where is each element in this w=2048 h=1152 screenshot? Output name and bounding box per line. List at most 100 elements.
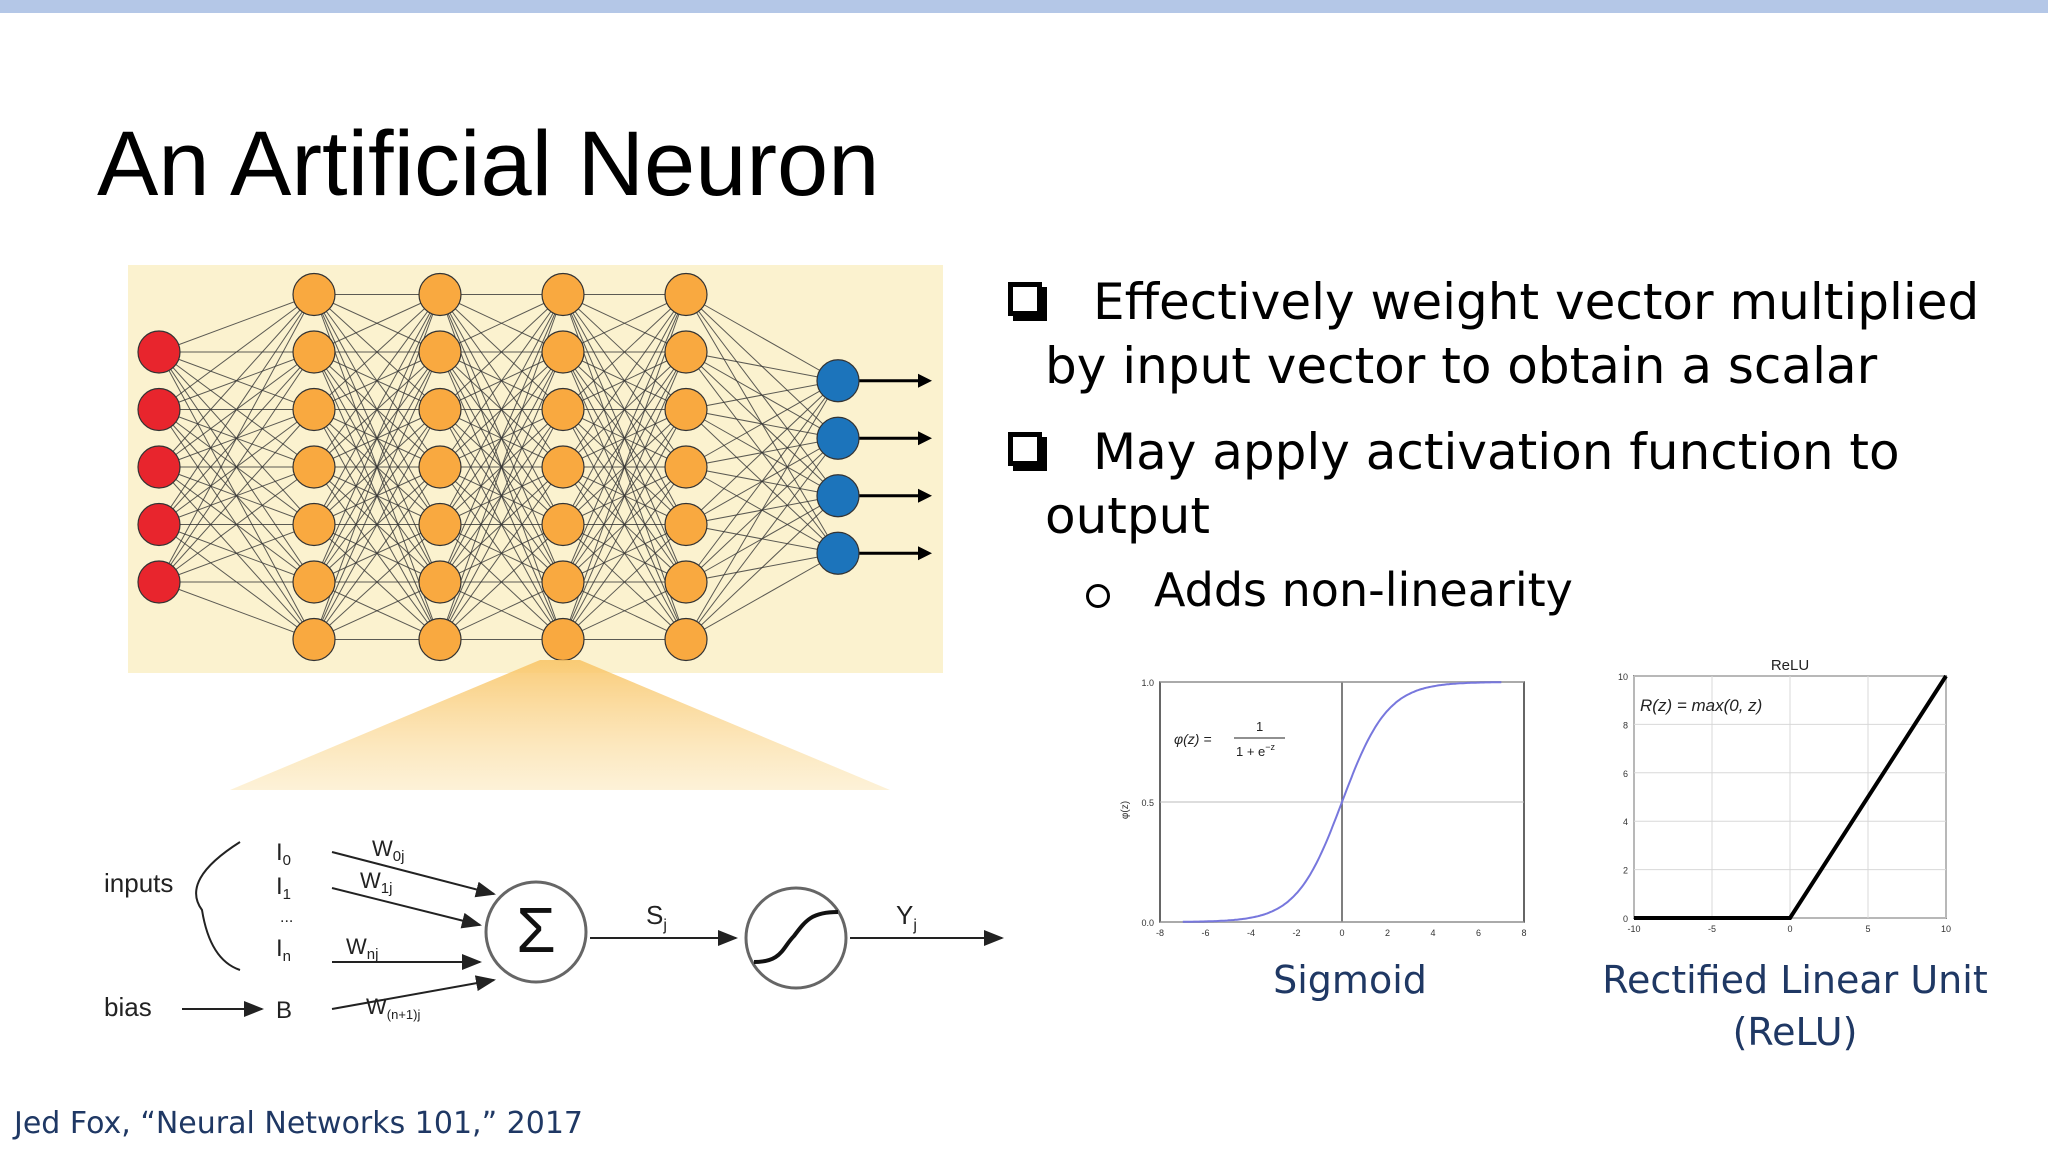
activation-node bbox=[744, 886, 848, 990]
weight-arrow-bias bbox=[331, 975, 496, 1010]
network-connection bbox=[313, 294, 441, 525]
bias-node: B bbox=[276, 997, 292, 1024]
input-neuron bbox=[137, 560, 181, 604]
weight-wn: Wnj bbox=[346, 934, 378, 963]
input-i1: I1 bbox=[276, 873, 291, 903]
network-connection bbox=[439, 524, 564, 640]
bullet-item: Effectively weight vector multiplied by … bbox=[1008, 270, 2008, 398]
x-tick-label: 6 bbox=[1476, 928, 1481, 938]
hidden-neuron bbox=[292, 387, 336, 432]
x-tick-label: -2 bbox=[1292, 928, 1300, 938]
x-tick-label: -8 bbox=[1156, 928, 1164, 938]
relu-formula: R(z) = max(0, z) bbox=[1640, 696, 1762, 715]
hidden-neuron bbox=[664, 502, 708, 547]
output-arrow-head bbox=[918, 431, 932, 446]
network-connections bbox=[158, 294, 839, 640]
network-connection bbox=[685, 552, 839, 640]
network-connection bbox=[562, 294, 687, 353]
x-tick-label: -5 bbox=[1708, 924, 1716, 934]
y-tick-label: 1.0 bbox=[1141, 678, 1154, 688]
sigmoid-caption: Sigmoid bbox=[1273, 958, 1427, 1002]
x-tick-label: 10 bbox=[1941, 924, 1951, 934]
input-i0: I0 bbox=[276, 839, 291, 869]
hidden-neuron bbox=[418, 272, 462, 317]
network-connection bbox=[562, 524, 687, 640]
hidden-neuron bbox=[418, 387, 462, 432]
y-tick-label: 4 bbox=[1623, 817, 1628, 827]
network-connection bbox=[313, 294, 441, 410]
network-connection bbox=[313, 466, 441, 640]
hidden-neuron bbox=[541, 560, 585, 604]
x-tick-label: 2 bbox=[1385, 928, 1390, 938]
network-connection bbox=[158, 581, 315, 640]
hidden-neuron bbox=[292, 502, 336, 547]
summation-symbol: Σ bbox=[516, 894, 556, 966]
network-connection bbox=[685, 380, 839, 583]
network-connection bbox=[562, 294, 687, 468]
network-connection bbox=[158, 524, 315, 583]
inputs-brace bbox=[195, 841, 241, 971]
input-neuron bbox=[137, 330, 181, 374]
output-neuron bbox=[816, 416, 860, 460]
slide-title: An Artificial Neuron bbox=[97, 113, 880, 215]
network-connection bbox=[562, 466, 687, 640]
x-tick-label: 4 bbox=[1430, 928, 1435, 938]
network-connection bbox=[439, 294, 564, 583]
network-connection bbox=[313, 581, 441, 640]
hidden-neuron bbox=[292, 445, 336, 489]
hidden-neuron bbox=[664, 272, 708, 317]
relu-caption: Rectified Linear Unit (ReLU) bbox=[1602, 958, 1988, 1054]
network-connection bbox=[685, 495, 839, 640]
network-connection bbox=[158, 294, 315, 583]
bullet-item: May apply activation function to output bbox=[1008, 420, 2008, 548]
hidden-neuron bbox=[418, 560, 462, 604]
relu-title: ReLU bbox=[1771, 657, 1809, 674]
network-connection bbox=[562, 294, 687, 583]
y-tick-label: 8 bbox=[1623, 720, 1628, 730]
hidden-neuron bbox=[664, 617, 708, 662]
hidden-neuron bbox=[292, 617, 336, 662]
sub-bullet-item: Adds non-linearity bbox=[1086, 558, 2048, 622]
network-connection bbox=[685, 380, 839, 640]
weight-arrow-1 bbox=[331, 887, 482, 929]
output-arrow-head bbox=[918, 546, 932, 561]
network-connection bbox=[562, 409, 687, 640]
hidden-neuron bbox=[541, 502, 585, 547]
network-connection bbox=[685, 294, 839, 382]
input-neuron bbox=[137, 387, 181, 432]
x-tick-label: 0 bbox=[1787, 924, 1792, 934]
summation-node bbox=[484, 880, 588, 984]
input-neuron bbox=[137, 502, 181, 547]
network-connection bbox=[685, 380, 839, 525]
sigmoid-ylabel: φ(z) bbox=[1120, 801, 1131, 819]
hidden-neuron bbox=[292, 330, 336, 374]
output-neuron bbox=[816, 531, 860, 575]
hidden-neuron bbox=[418, 330, 462, 374]
sigmoid-formula-den: 1 + e−z bbox=[1236, 742, 1276, 759]
y-tick-label: 0.5 bbox=[1141, 798, 1154, 808]
checkbox-bullet-icon bbox=[1008, 432, 1042, 466]
y-tick-label: 6 bbox=[1623, 769, 1628, 779]
network-connection bbox=[685, 437, 839, 640]
network-connection bbox=[439, 409, 564, 640]
network-connection bbox=[313, 294, 441, 583]
citation-footer: Jed Fox, “Neural Networks 101,” 2017 bbox=[14, 1106, 584, 1141]
network-connection bbox=[313, 351, 441, 640]
network-connection bbox=[313, 294, 441, 353]
network-connection bbox=[158, 294, 315, 353]
input-in: In bbox=[276, 935, 291, 965]
zoom-fan-highlight bbox=[230, 660, 890, 790]
sigmoid-formula-lhs: φ(z) = bbox=[1174, 731, 1212, 747]
hidden-neuron bbox=[541, 387, 585, 432]
sum-label: Sj bbox=[646, 900, 667, 934]
network-connection bbox=[313, 409, 441, 640]
output-arrow-head bbox=[918, 488, 932, 503]
network-connection bbox=[685, 380, 839, 410]
hidden-neuron bbox=[418, 617, 462, 662]
input-dots: ... bbox=[280, 909, 293, 926]
network-connection bbox=[439, 294, 564, 353]
x-tick-label: -10 bbox=[1627, 924, 1640, 934]
y-tick-label: 10 bbox=[1618, 672, 1628, 682]
